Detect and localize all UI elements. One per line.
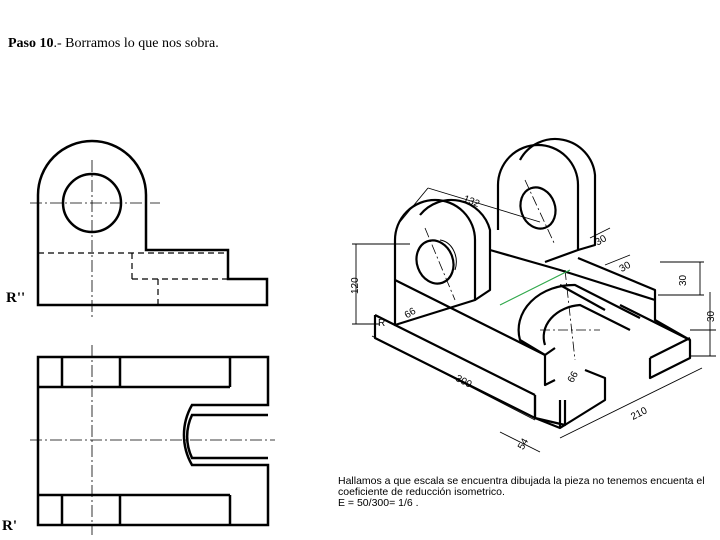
plan-center-lines (30, 345, 275, 535)
elevation-outline (36, 139, 269, 307)
plan-slot-inner (185, 413, 268, 460)
dim-30-right: 30 (706, 310, 717, 322)
plan-outline (36, 355, 270, 527)
step-description: .- Borramos lo que nos sobra. (53, 36, 219, 51)
iso-highlight-line (499, 269, 571, 306)
plan-view-label: R' (2, 518, 17, 534)
iso-back-hole (519, 186, 557, 230)
dim-210: 210 (629, 405, 649, 423)
elevation-center-lines (30, 160, 160, 320)
iso-front-ear (393, 198, 477, 327)
scale-note-line-1: Hallamos a que escala se encuentra dibuj… (338, 475, 705, 487)
iso-back-ear (496, 143, 580, 264)
iso-u-slot (517, 283, 641, 387)
dim-66-slot: 66 (566, 369, 581, 385)
isometric-view (373, 137, 692, 430)
elevation-view (30, 139, 269, 320)
scale-note-line-3: E = 50/300= 1/6 . (338, 497, 419, 509)
step-heading: Paso 10.- Borramos lo que nos sobra. (8, 36, 219, 52)
iso-step (489, 248, 692, 380)
elevation-hidden-lines (38, 252, 228, 305)
scale-note-line-2: coeficiente de reducción isometrico. (338, 486, 505, 498)
dim-54: 54 (516, 436, 531, 452)
dim-radius: R (378, 318, 385, 329)
isometric-center-lines (424, 179, 600, 361)
dim-300: 300 (454, 373, 474, 391)
dim-30-step: 30 (618, 260, 634, 275)
iso-base-front (373, 315, 537, 420)
dimension-labels: 132 30 30 30 30 120 66 66 300 210 54 R (350, 194, 717, 452)
dim-132: 132 (461, 194, 481, 211)
dim-120: 120 (350, 277, 361, 294)
step-number: Paso 10 (8, 36, 54, 51)
plan-view (30, 345, 275, 535)
iso-base-end (534, 368, 607, 430)
elevation-view-label: R'' (6, 290, 26, 306)
scale-note: Hallamos a que escala se encuentra dibuj… (338, 476, 708, 509)
iso-front-hole (415, 239, 455, 285)
dimension-lines (352, 187, 716, 453)
dim-30-ear: 30 (594, 233, 610, 248)
dim-30-height: 30 (678, 274, 689, 286)
plan-ear-lines (38, 357, 232, 525)
